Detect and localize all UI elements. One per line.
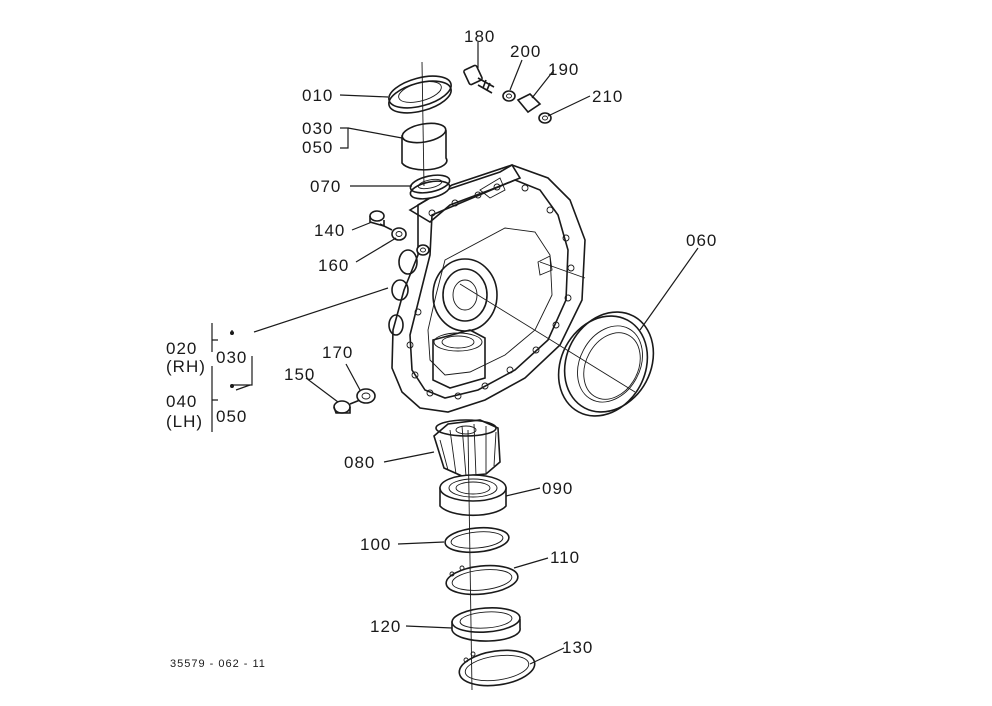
- part-160-washer: [391, 227, 430, 256]
- label-080: 080: [344, 453, 375, 472]
- label-170: 170: [322, 343, 353, 362]
- label-100: 100: [360, 535, 391, 554]
- label-060: 060: [686, 231, 717, 250]
- label-030-rh: 030: [216, 348, 247, 367]
- part-100-ring: [444, 526, 510, 554]
- part-130-snap-ring: [458, 649, 536, 687]
- part-150-bolt: [333, 399, 361, 414]
- label-040: 040: [166, 392, 197, 411]
- label-rh: (RH): [166, 357, 206, 376]
- label-130: 130: [562, 638, 593, 657]
- label-190: 190: [548, 60, 579, 79]
- label-120: 120: [370, 617, 401, 636]
- gear-case-housing: [388, 163, 586, 413]
- part-170-washer: [356, 388, 376, 404]
- label-110: 110: [550, 548, 580, 567]
- label-140: 140: [314, 221, 345, 240]
- part-140-bolt: [369, 210, 393, 231]
- label-210: 210: [592, 87, 623, 106]
- label-160: 160: [318, 256, 349, 275]
- label-010: 010: [302, 86, 333, 105]
- part-090-ball-bearing: [439, 474, 507, 517]
- label-030: 030: [302, 119, 333, 138]
- label-200: 200: [510, 42, 541, 61]
- part-190-spacer: [516, 93, 542, 114]
- part-070-bearing: [409, 174, 451, 200]
- label-050: 050: [302, 138, 333, 157]
- part-060-seal-ring: [557, 311, 655, 417]
- label-lh: (LH): [166, 412, 203, 431]
- label-150: 150: [284, 365, 315, 384]
- part-200-washer: [502, 90, 516, 102]
- drawing-code: 35579 - 062 - 11: [170, 658, 266, 670]
- label-050-lh: 050: [216, 407, 247, 426]
- label-090: 090: [542, 479, 573, 498]
- part-labels: 010 030 050 070 140 160 180 200 190 210 …: [166, 27, 717, 670]
- part-180-bolt: [463, 64, 495, 94]
- part-110-snap-ring: [445, 564, 519, 596]
- part-080-bevel-gear: [433, 419, 501, 477]
- part-210-washer: [538, 112, 552, 124]
- label-070: 070: [310, 177, 341, 196]
- part-010-oil-seal: [388, 75, 452, 114]
- part-120-collar-ring: [451, 606, 521, 642]
- label-020: 020: [166, 339, 197, 358]
- label-180: 180: [464, 27, 495, 46]
- axis-lines: [421, 61, 636, 691]
- leader-lines: [211, 42, 699, 665]
- part-030-050-collar: [401, 122, 448, 171]
